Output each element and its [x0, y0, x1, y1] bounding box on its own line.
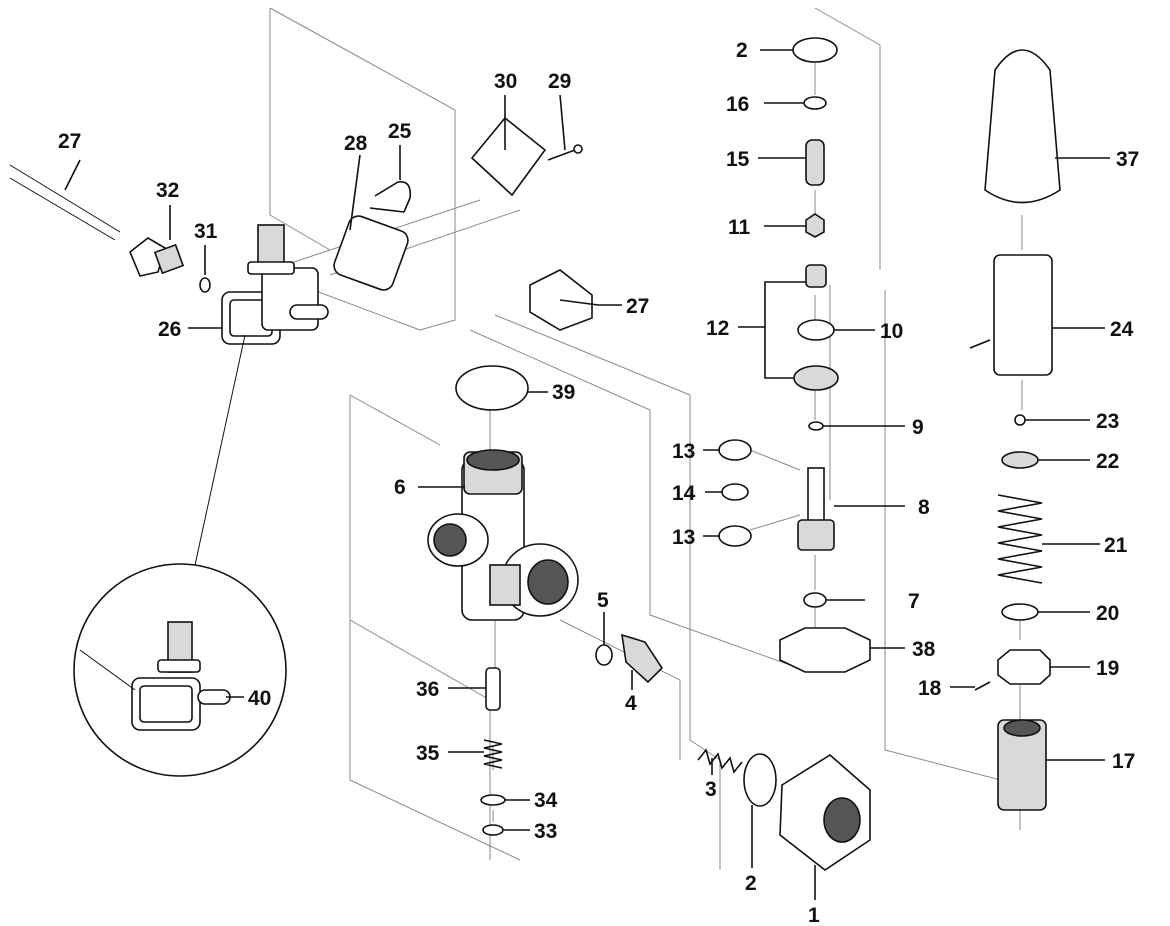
spring-3-part [697, 748, 743, 774]
pin-36-part [485, 667, 501, 711]
callout-32: 32 [156, 179, 179, 202]
gasket-28-part [333, 215, 409, 291]
micro-switch-part [529, 269, 599, 331]
callout-34: 34 [534, 789, 558, 812]
callout-15: 15 [726, 148, 750, 171]
washer-22-part [1001, 451, 1039, 469]
washer-12-part [793, 365, 839, 391]
o-ring-9-part [808, 421, 824, 431]
callout-10: 10 [880, 320, 903, 343]
washer-34-part [480, 794, 506, 806]
callout-19: 19 [1096, 657, 1119, 680]
callout-35: 35 [416, 742, 440, 765]
callout-26: 26 [158, 318, 181, 341]
strain-relief-fitting-part [129, 237, 185, 277]
callout-23: 23 [1096, 410, 1119, 433]
callout-33: 33 [534, 820, 557, 843]
spring-21-part [997, 494, 1043, 584]
callout-2-top: 2 [736, 39, 748, 62]
o-ring-2-lower-part [743, 753, 777, 807]
callout-18: 18 [918, 677, 942, 700]
cover-plate-30-part [470, 116, 547, 197]
leader-lines [64, 49, 1110, 900]
o-ring-31-part [199, 277, 211, 293]
fitting-17-part [997, 719, 1047, 811]
callout-39: 39 [552, 381, 575, 404]
callout-8: 8 [918, 496, 930, 519]
o-ring-13-top-part [718, 439, 752, 461]
spring-35-part [483, 739, 503, 769]
callout-17: 17 [1112, 750, 1135, 773]
o-ring-16-part [803, 96, 827, 110]
o-ring-13-bottom-part [718, 525, 752, 547]
callout-38: 38 [912, 638, 936, 661]
callout-14: 14 [672, 482, 696, 505]
adjuster-24-part [969, 254, 1053, 376]
callout-12: 12 [706, 317, 729, 340]
callout-1: 1 [808, 904, 820, 926]
callout-13-top: 13 [672, 440, 695, 463]
callout-5: 5 [597, 589, 609, 612]
nut-fitting-part [779, 754, 871, 871]
callout-9: 9 [912, 416, 924, 439]
callout-11: 11 [728, 216, 751, 239]
seat-12-part [805, 264, 827, 288]
o-ring-14-part [721, 483, 749, 501]
o-ring-2-top-part [792, 37, 838, 63]
callout-27-switch: 27 [626, 295, 649, 318]
callout-29: 29 [548, 70, 571, 93]
callout-4: 4 [625, 692, 637, 715]
callout-31: 31 [194, 220, 218, 243]
cable-part [9, 164, 121, 241]
screw-29-part [547, 144, 583, 161]
callout-6: 6 [394, 476, 406, 499]
o-ring-5-part [595, 644, 613, 666]
callout-7: 7 [908, 590, 920, 613]
callout-13-bottom: 13 [672, 526, 695, 549]
callout-2-lower: 2 [745, 872, 757, 895]
callout-25: 25 [388, 120, 412, 143]
set-screw-18-part [974, 681, 991, 691]
callout-22: 22 [1096, 450, 1119, 473]
callout-27-cable: 27 [58, 130, 81, 153]
pin-15-part [805, 139, 825, 186]
o-ring-33-part [482, 824, 504, 836]
callout-28: 28 [344, 132, 368, 155]
callout-labels: 27 32 31 26 28 25 30 29 27 39 6 5 4 36 3… [58, 39, 1139, 926]
switch-housing-part [221, 224, 329, 345]
u-clip-25-part [369, 181, 412, 213]
lock-nut-38-part [779, 627, 871, 673]
o-ring-39-part [455, 365, 529, 411]
callout-37: 37 [1116, 148, 1139, 171]
callout-20: 20 [1096, 602, 1119, 625]
callout-40: 40 [248, 687, 271, 710]
poppet-4-part [621, 633, 664, 684]
callout-24: 24 [1110, 318, 1134, 341]
valve-body-part [427, 449, 579, 621]
o-ring-10-part [797, 319, 835, 341]
callout-3: 3 [705, 778, 717, 801]
callout-30: 30 [494, 70, 517, 93]
nut-11-part [805, 213, 825, 238]
knob-37-part [984, 49, 1061, 204]
stem-8-part [797, 467, 835, 551]
o-ring-7-part [803, 592, 827, 608]
callout-16: 16 [726, 93, 749, 116]
detail-view-40 [73, 334, 287, 777]
explode-guides [269, 7, 1023, 870]
callout-21: 21 [1104, 534, 1128, 557]
nut-19-part [997, 649, 1051, 685]
callout-36: 36 [416, 678, 439, 701]
ball-23-part [1014, 414, 1026, 426]
washer-20-part [1001, 603, 1039, 621]
